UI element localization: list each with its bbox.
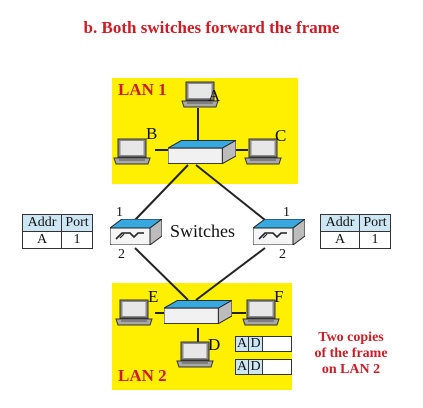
node-label-b: B [146,124,158,143]
switch-icon [253,219,305,245]
switch-icon [110,219,162,245]
left-switch-table: Addr Port A 1 [22,214,93,249]
node-label-e: E [148,287,159,306]
port-label-left-2: 2 [118,247,125,262]
lan2-label: LAN 2 [118,366,167,385]
table-header-port: Port [359,214,391,232]
table-cell-port: 1 [359,231,391,249]
switches-label: Switches [170,221,235,241]
table-header-addr: Addr [320,214,360,232]
port-label-right-1: 1 [283,205,290,220]
node-label-d: D [208,335,221,354]
frame-destination: D [249,337,263,351]
table-cell-port: 1 [61,231,93,249]
node-label-c: C [275,126,287,145]
note-line: of the frame [314,346,388,361]
diagram-title: b. Both switches forward the frame [83,18,340,37]
frame-payload [263,360,291,374]
node-label-f: F [274,287,284,306]
table-cell-addr: A [22,231,62,249]
frame-source: A [236,336,249,351]
cable-switch1-hub2 [134,247,189,301]
table-cell-addr: A [320,231,360,249]
laptop-icon [115,299,153,326]
table-header-port: Port [61,214,93,232]
hub-icon [164,300,232,324]
frame-payload [263,337,291,351]
laptop-icon [113,138,151,165]
cable-switch2-hub2 [195,247,266,301]
hub-icon [168,140,236,164]
node-label-a: A [208,86,221,105]
right-switch-table: Addr Port A 1 [320,214,391,249]
frame-source: A [236,359,249,374]
frame-copy: A D [235,336,292,352]
table-header-addr: Addr [22,214,62,232]
note-line: on LAN 2 [321,362,381,377]
lan1-label: LAN 1 [118,80,167,99]
frame-copy: A D [235,359,292,375]
cable-hub1-switch2 [195,164,266,221]
cable-hub1-switch1 [134,164,189,221]
port-label-left-1: 1 [116,205,123,220]
note-line: Two copies [318,330,384,345]
frame-destination: D [249,360,263,374]
copies-note: Two copies of the frame on LAN 2 [296,330,406,378]
port-label-right-2: 2 [279,247,286,262]
